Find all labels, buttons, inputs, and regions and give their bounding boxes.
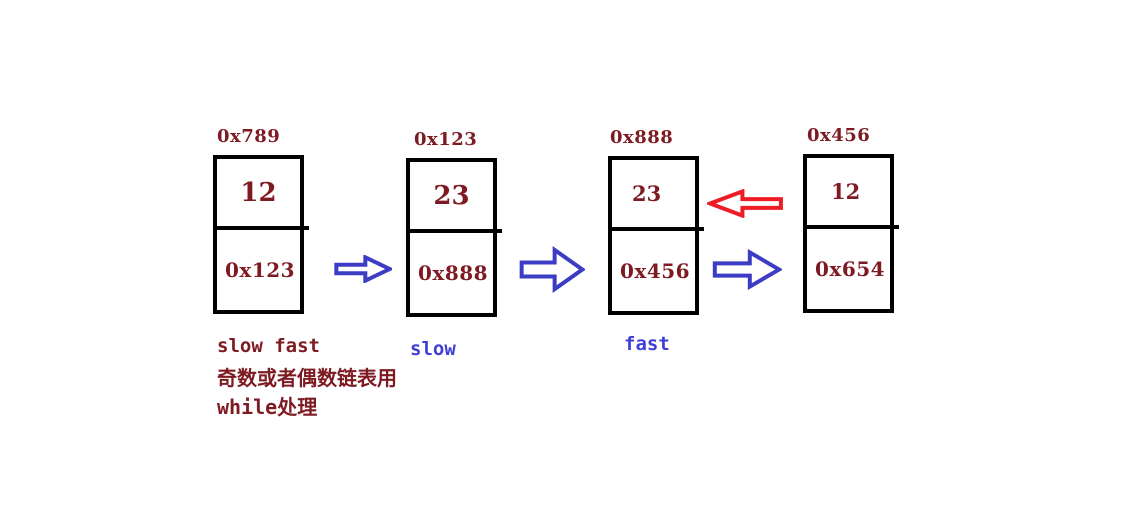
annotation-line-1: 奇数或者偶数链表用 [217, 366, 397, 390]
node-2-address: 0x123 [414, 129, 478, 150]
divider-overshoot [890, 225, 899, 229]
node-3-box: 23 0x456 [608, 156, 704, 315]
linked-list-node-1: 0x789 12 0x123 slow fast [213, 126, 320, 357]
node-3-value: 23 [612, 160, 695, 231]
node-1-next-pointer: 0x123 [225, 258, 296, 282]
node-2-next-pointer: 0x888 [418, 261, 489, 285]
node-4-next-pointer: 0x654 [815, 257, 886, 281]
node-3-next-pointer: 0x456 [620, 259, 691, 283]
divider-overshoot [300, 226, 309, 230]
node-4-box: 12 0x654 [803, 154, 899, 313]
node-1-pointer-label: slow fast [217, 335, 320, 357]
node-4-address: 0x456 [807, 125, 871, 146]
annotation-note: 奇数或者偶数链表用 while处理 [217, 364, 397, 422]
node-1-box: 12 0x123 [213, 155, 309, 314]
linked-list-node-3: 0x888 23 0x456 fast [608, 127, 704, 355]
right-arrow-icon-node3-node4 [712, 249, 782, 290]
node-1-value: 12 [217, 159, 300, 230]
divider-overshoot [695, 227, 704, 231]
node-2-value: 23 [410, 162, 493, 233]
node-3-address: 0x888 [610, 127, 674, 148]
node-4-value: 12 [807, 158, 890, 229]
annotation-line-2: while处理 [217, 395, 318, 419]
left-arrow-icon-node4-node3 [707, 189, 784, 218]
node-2-pointer-label: slow [410, 338, 456, 360]
right-arrow-icon-node2-node3 [519, 246, 585, 293]
divider-overshoot [493, 229, 502, 233]
linked-list-node-2: 0x123 23 0x888 slow [406, 129, 502, 360]
node-2-box: 23 0x888 [406, 158, 502, 317]
node-3-pointer-label: fast [624, 333, 670, 355]
right-arrow-icon-node1-node2 [334, 255, 392, 283]
linked-list-node-4: 0x456 12 0x654 [803, 125, 899, 313]
node-1-address: 0x789 [217, 126, 281, 147]
